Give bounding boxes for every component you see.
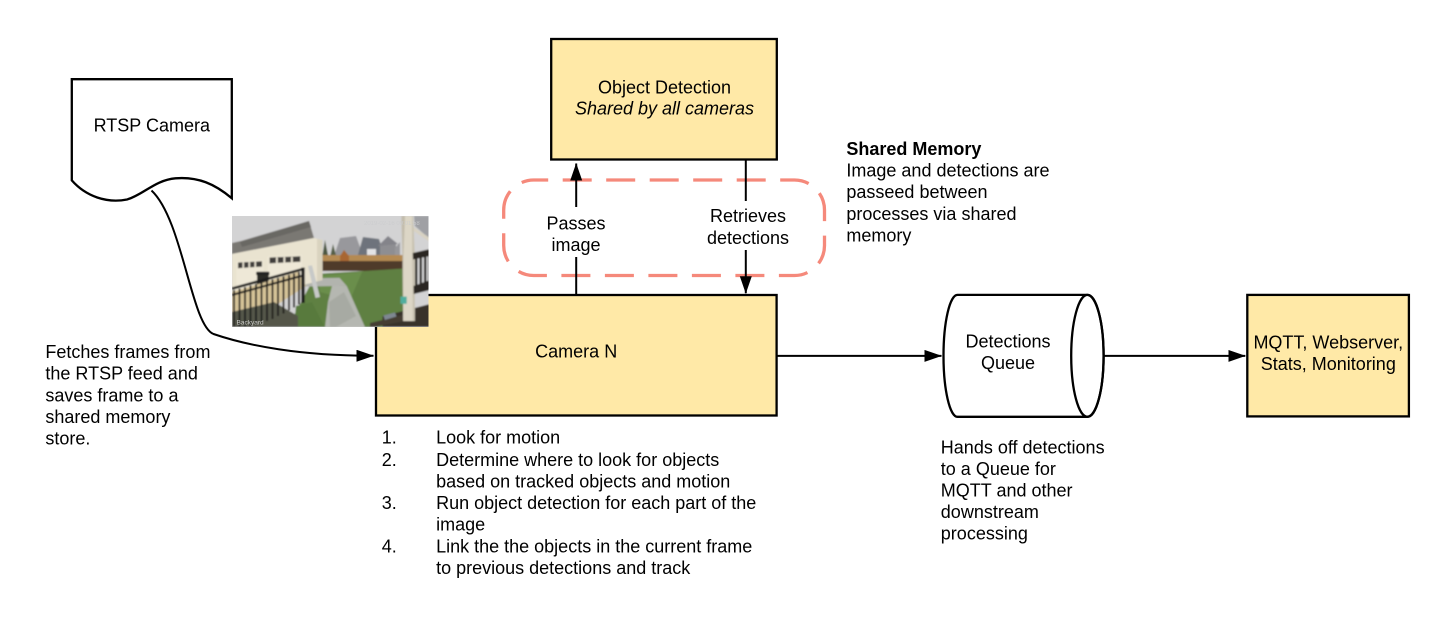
svg-text:Queue: Queue: [981, 353, 1035, 373]
svg-text:processing: processing: [941, 524, 1028, 544]
svg-text:memory: memory: [846, 225, 911, 245]
svg-text:Hands off detections: Hands off detections: [941, 437, 1105, 457]
svg-text:Object Detection: Object Detection: [598, 77, 731, 97]
svg-text:MQTT, Webserver,: MQTT, Webserver,: [1253, 332, 1403, 352]
svg-text:Shared by all cameras: Shared by all cameras: [575, 99, 754, 119]
svg-text:saves frame to a: saves frame to a: [45, 385, 179, 405]
svg-text:processes via shared: processes via shared: [846, 204, 1016, 224]
svg-text:Run object detection for each: Run object detection for each part of th…: [436, 493, 756, 513]
svg-text:2019-02-16 09:01:58: 2019-02-16 09:01:58: [364, 221, 420, 227]
svg-text:Stats, Monitoring: Stats, Monitoring: [1261, 354, 1396, 374]
svg-text:to a Queue for: to a Queue for: [941, 459, 1056, 479]
svg-text:Look for motion: Look for motion: [436, 427, 560, 447]
svg-text:Link the the objects in the cu: Link the the objects in the current fram…: [436, 536, 752, 556]
svg-text:to previous detections and tra: to previous detections and track: [436, 558, 691, 578]
svg-text:2.: 2.: [382, 450, 397, 470]
svg-text:downstream: downstream: [941, 502, 1039, 522]
svg-text:1.: 1.: [382, 427, 397, 447]
svg-text:the RTSP feed and: the RTSP feed and: [45, 364, 197, 384]
svg-text:based on tracked objects and m: based on tracked objects and motion: [436, 472, 730, 492]
svg-text:detections: detections: [707, 228, 789, 248]
svg-text:RTSP Camera: RTSP Camera: [94, 115, 211, 135]
svg-text:4.: 4.: [382, 536, 397, 556]
svg-text:MQTT and other: MQTT and other: [941, 481, 1073, 501]
svg-text:Detections: Detections: [965, 332, 1050, 352]
svg-text:Determine where to look for ob: Determine where to look for objects: [436, 450, 719, 470]
svg-text:Fetches frames from: Fetches frames from: [45, 342, 210, 362]
svg-text:image: image: [551, 235, 600, 255]
svg-text:Camera N: Camera N: [535, 342, 617, 362]
svg-text:3.: 3.: [382, 493, 397, 513]
svg-text:Passes: Passes: [546, 213, 605, 233]
svg-text:store.: store.: [45, 429, 90, 449]
svg-text:passeed between: passeed between: [846, 182, 987, 202]
svg-text:Backyard: Backyard: [237, 320, 264, 327]
svg-text:Image and detections are: Image and detections are: [846, 161, 1049, 181]
svg-text:Shared Memory: Shared Memory: [846, 139, 981, 159]
svg-text:Retrieves: Retrieves: [710, 206, 786, 226]
svg-text:shared memory: shared memory: [45, 407, 170, 427]
svg-text:image: image: [436, 515, 485, 535]
